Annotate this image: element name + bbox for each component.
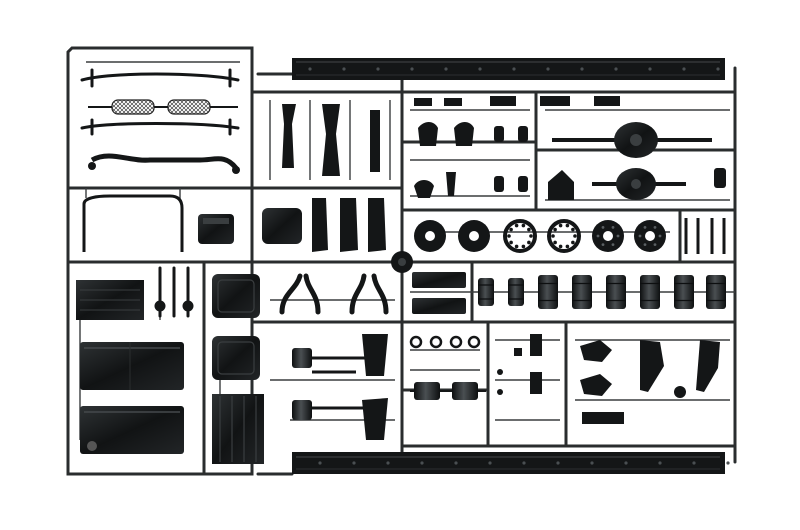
- brake-drum: [538, 275, 558, 309]
- brake-drum: [508, 278, 524, 306]
- fuel-tank-upper: [80, 342, 184, 390]
- rail-hole: [376, 67, 380, 71]
- rail-hole: [318, 461, 322, 465]
- bracket-frame: [82, 194, 184, 252]
- air-tanks-small: [410, 382, 486, 400]
- cross-members: [282, 104, 380, 176]
- rail-hole: [308, 67, 312, 71]
- rail-hole: [648, 67, 652, 71]
- rail-hole: [478, 67, 482, 71]
- step-panel: [76, 280, 144, 320]
- front-axle: [88, 153, 240, 174]
- small-brackets: [414, 96, 620, 198]
- wheel-hub: [503, 219, 537, 253]
- brake-drums: [478, 275, 726, 309]
- small-rods: [154, 266, 194, 318]
- seat-part: [262, 208, 302, 244]
- wheel-hub: [458, 220, 490, 252]
- rail-hole: [658, 461, 662, 465]
- rear-differential-1: [552, 122, 712, 158]
- wheel-hubs: [414, 219, 666, 253]
- brake-drum: [640, 275, 660, 309]
- rail-holes: [308, 67, 730, 465]
- rail-hole: [580, 67, 584, 71]
- spring-hangers: [279, 273, 389, 315]
- housing-cap: [548, 168, 726, 200]
- rail-hole: [556, 461, 560, 465]
- rail-hole: [726, 461, 730, 465]
- rail-hole: [512, 67, 516, 71]
- runner-hub: [391, 251, 413, 273]
- spring-coils: [684, 218, 726, 254]
- rear-differential-2: [592, 168, 686, 200]
- grille-mesh: [88, 99, 238, 115]
- chassis-rail-top: [292, 58, 725, 80]
- rail-hole: [716, 67, 720, 71]
- rail-hole: [410, 67, 414, 71]
- fuel-tank-lower: [80, 406, 184, 454]
- brake-drum: [572, 275, 592, 309]
- washer-row: [409, 335, 481, 349]
- bumper-bar: [80, 68, 240, 136]
- chassis-rail-bottom: [292, 452, 725, 474]
- rail-hole: [692, 461, 696, 465]
- suspension-arms: [580, 340, 720, 398]
- rail-hole: [386, 461, 390, 465]
- rail-hole: [590, 461, 594, 465]
- rail-hole: [454, 461, 458, 465]
- rail-hole: [624, 461, 628, 465]
- wheel-hub: [592, 220, 624, 252]
- brake-drum: [606, 275, 626, 309]
- wheel-hub: [547, 219, 581, 253]
- battery-box: [198, 214, 234, 244]
- rail-hole: [420, 461, 424, 465]
- toolbox-lower: [212, 336, 260, 380]
- ribbed-panel: [212, 394, 264, 464]
- small-fittings: [497, 334, 542, 395]
- brake-drum: [674, 275, 694, 309]
- rail-hole: [444, 67, 448, 71]
- toolbox-upper: [212, 274, 260, 318]
- wheel-hub: [414, 220, 446, 252]
- rail-hole: [682, 67, 686, 71]
- rail-hole: [342, 67, 346, 71]
- flat-plate: [582, 412, 624, 424]
- rail-hole: [546, 67, 550, 71]
- leaf-bracket-set: [312, 198, 386, 252]
- brake-drum: [478, 278, 494, 306]
- wheel-hub: [634, 220, 666, 252]
- brake-drum: [706, 275, 726, 309]
- rail-hole: [488, 461, 492, 465]
- rail-hole: [614, 67, 618, 71]
- shock-absorbers: [292, 334, 388, 440]
- air-blocks: [412, 272, 466, 314]
- rail-hole: [352, 461, 356, 465]
- rail-hole: [522, 461, 526, 465]
